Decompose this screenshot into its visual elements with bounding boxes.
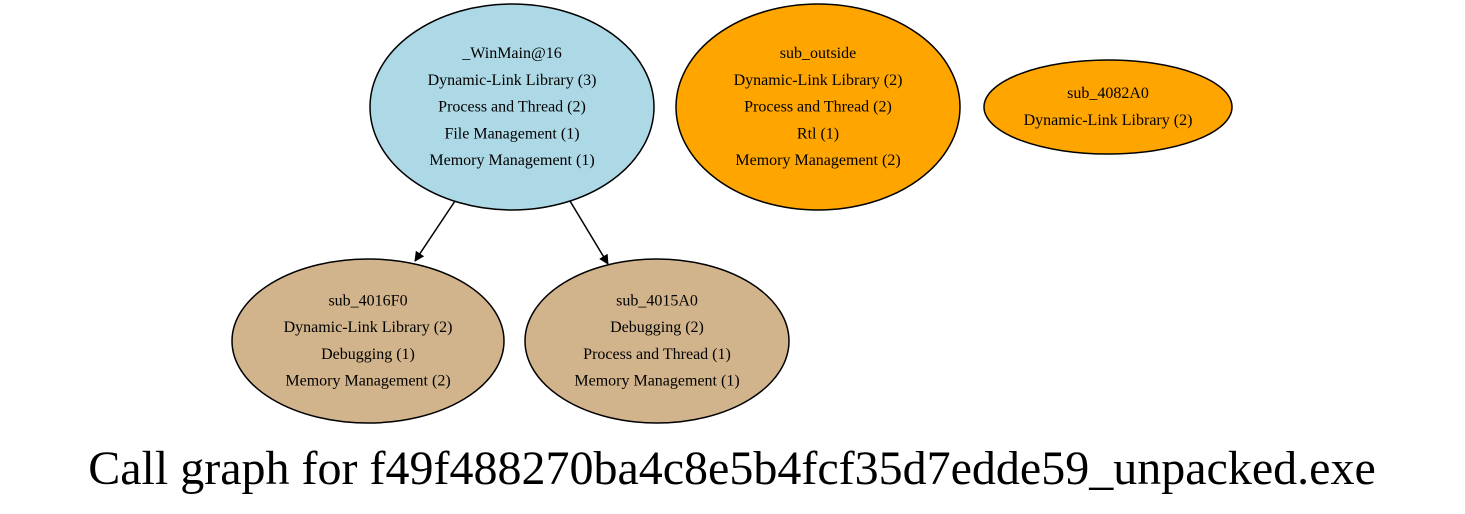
edge-winmain-to-sub_4016f0	[414, 200, 456, 262]
node-category-line: Process and Thread (2)	[438, 99, 586, 116]
node-ellipse	[231, 258, 505, 424]
node-title: sub_4082A0	[1067, 85, 1149, 102]
node-category-line: Memory Management (2)	[285, 373, 450, 390]
node-category-line: Memory Management (2)	[735, 152, 900, 169]
node-category-line: Process and Thread (2)	[744, 99, 892, 116]
node-category-line: File Management (1)	[444, 125, 579, 142]
node-ellipse	[524, 258, 790, 424]
node-ellipse	[675, 3, 961, 211]
node-title: sub_outside	[780, 45, 856, 62]
node-title: sub_4015A0	[616, 292, 698, 309]
node-ellipse	[369, 3, 655, 211]
node-title: _WinMain@16	[461, 45, 561, 62]
node-category-line: Process and Thread (1)	[583, 346, 731, 363]
node-category-line: Dynamic-Link Library (3)	[428, 72, 597, 89]
node-category-line: Memory Management (1)	[429, 152, 594, 169]
node-category-line: Memory Management (1)	[574, 373, 739, 390]
edges-layer	[414, 200, 609, 265]
node-category-line: Dynamic-Link Library (2)	[284, 319, 453, 336]
edge-winmain-to-sub_4015a0	[569, 200, 609, 265]
node-title: sub_4016F0	[328, 292, 407, 309]
node-category-line: Dynamic-Link Library (2)	[1024, 112, 1193, 129]
node-category-line: Dynamic-Link Library (2)	[734, 72, 903, 89]
node-category-line: Rtl (1)	[797, 125, 839, 142]
node-category-line: Debugging (1)	[321, 346, 415, 363]
node-ellipse	[983, 59, 1233, 155]
node-category-line: Debugging (2)	[610, 319, 704, 336]
graph-title: Call graph for f49f488270ba4c8e5b4fcf35d…	[88, 442, 1376, 495]
